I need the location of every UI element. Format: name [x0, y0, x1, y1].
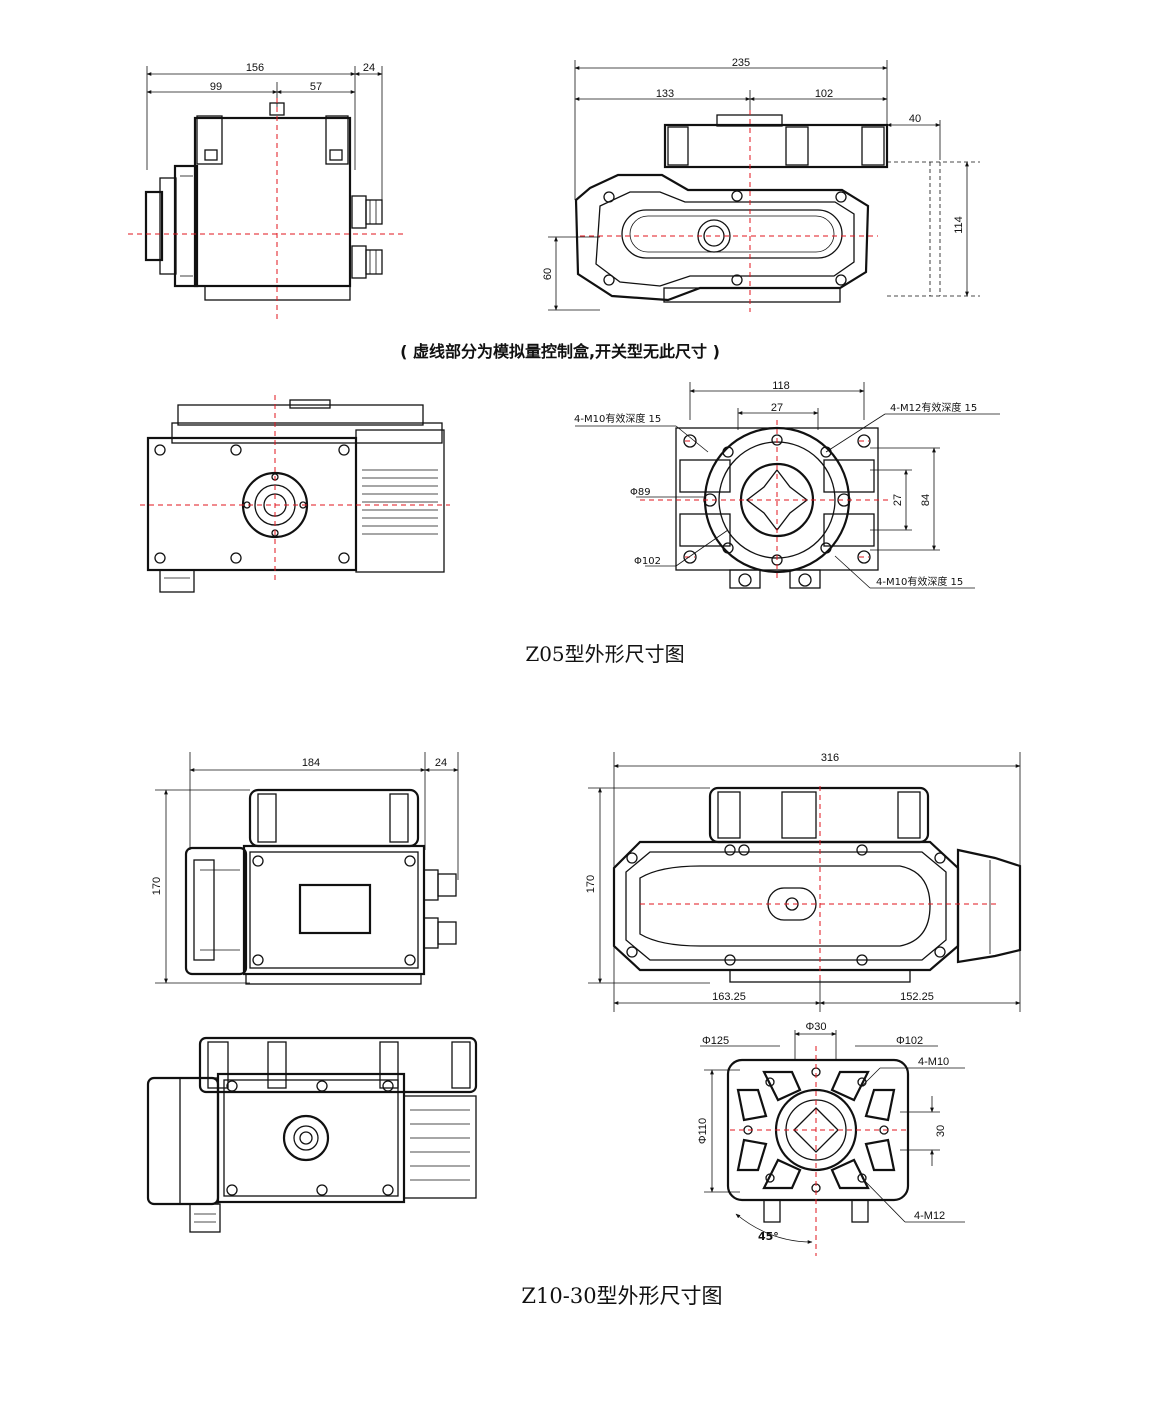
z1030-flange-m10: 4-M10 [918, 1056, 949, 1068]
z05-flange-dim-inner: 27 [771, 402, 783, 414]
z1030-flange-phi-left: Φ125 [702, 1035, 729, 1047]
z05-side-dim-total: 156 [246, 62, 264, 74]
z05-side-dim-left: 99 [210, 81, 222, 93]
z05-flange: 118 27 [574, 380, 1000, 589]
z05-caption: Z05型外形尺寸图 [525, 642, 685, 666]
z1030-side-dim-extra: 24 [435, 757, 447, 769]
z1030-flange-phi-right: Φ102 [896, 1035, 923, 1047]
z1030-front-dim-height: 170 [585, 875, 597, 893]
z1030-bottom-view [146, 1036, 478, 1233]
z05-note: ( 虚线部分为模拟量控制盒,开关型无此尺寸 ) [400, 342, 720, 361]
z1030-caption: Z10-30型外形尺寸图 [521, 1284, 723, 1308]
z1030-flange-phi-top: Φ30 [805, 1021, 826, 1033]
z05-side-dim-extra: 24 [363, 62, 375, 74]
z05-front-dim-height: 114 [953, 216, 965, 234]
z05-bottom-view [140, 395, 450, 593]
z05-front-dim-lower: 60 [542, 268, 554, 280]
z05-flange-phi-inner: Φ89 [630, 487, 651, 498]
z1030-flange-angle: 45° [758, 1230, 779, 1243]
z05-flange-phi-outer: Φ102 [634, 556, 661, 567]
z05-front-dim-left: 133 [656, 88, 674, 100]
z05-flange-note-tr: 4-M12有效深度 15 [890, 401, 977, 414]
z05-flange-dim-height: 84 [920, 494, 932, 506]
z05-flange-dim-top: 118 [772, 380, 790, 392]
z05-flange-note-tl: 4-M10有效深度 15 [574, 412, 661, 425]
z05-side-view: 156 24 99 57 [128, 62, 405, 320]
z05-side-dim-right: 57 [310, 81, 322, 93]
z05-front-dim-extra: 40 [909, 113, 921, 125]
z1030-front-dim-right: 152.25 [900, 991, 934, 1003]
z05-front-dim-right: 102 [815, 88, 833, 100]
z1030-side-dim-width: 184 [302, 757, 320, 769]
z1030-front-dim-left: 163.25 [712, 991, 746, 1003]
z05-front-dim-total: 235 [732, 57, 750, 69]
z05-flange-note-br: 4-M10有效深度 15 [876, 575, 963, 588]
z1030-side-dim-height: 170 [151, 877, 163, 895]
z1030-side-view: 184 24 170 [151, 752, 459, 985]
z1030-flange-phi-side: Φ110 [697, 1118, 709, 1144]
z05-front-view: 235 133 102 40 114 60 [542, 57, 980, 312]
z1030-flange: Φ30 Φ125 Φ102 4-M10 Φ110 [697, 1021, 965, 1256]
z1030-front-dim-total: 316 [821, 752, 839, 764]
z1030-front-view: 316 170 163.25 152.25 [585, 752, 1022, 1012]
z05-flange-dim-square: 27 [892, 494, 904, 506]
z1030-flange-dim-square: 30 [935, 1125, 947, 1137]
z1030-flange-m12: 4-M12 [914, 1210, 945, 1222]
